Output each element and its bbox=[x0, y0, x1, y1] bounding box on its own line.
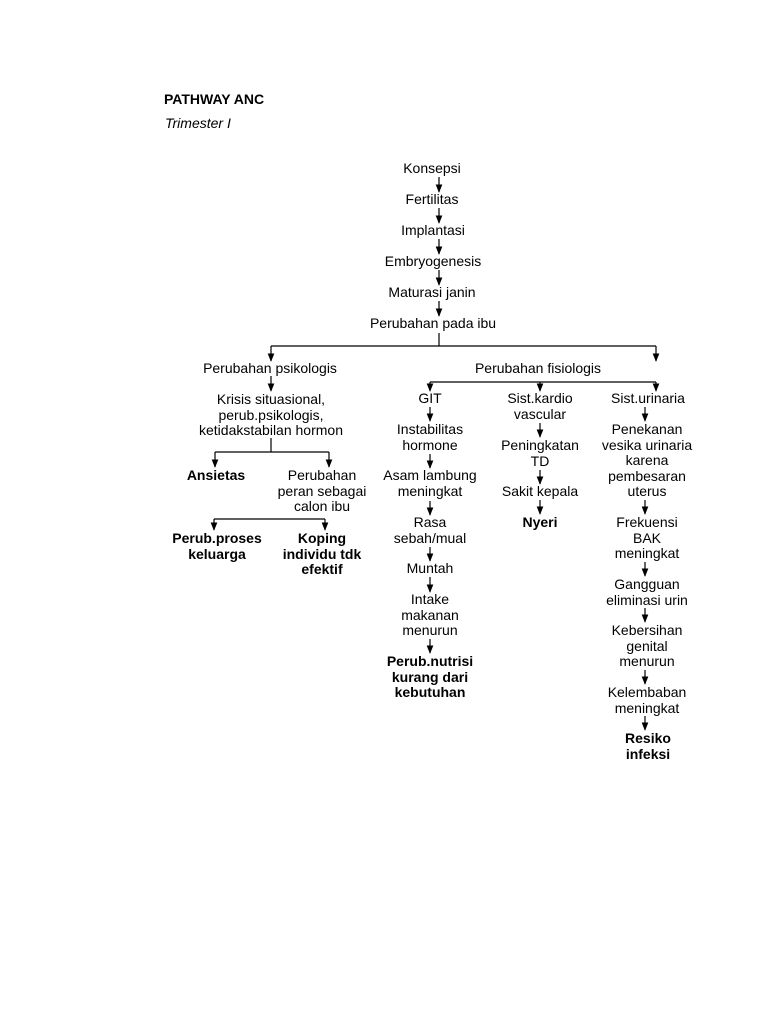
node-krisis-situasional: Krisis situasional, perub.psikologis, ke… bbox=[199, 391, 343, 439]
peran-line-3: calon ibu bbox=[293, 498, 351, 514]
intake-line-2: makanan bbox=[401, 606, 459, 623]
node-embryogenesis: Embryogenesis bbox=[384, 253, 482, 269]
node-gangguan-eliminasi: Gangguan eliminasi urin bbox=[606, 576, 688, 608]
asam-line-1: Asam lambung bbox=[383, 467, 477, 483]
penekanan-line-1: Penekanan bbox=[611, 421, 683, 437]
node-sist-kardio: Sist.kardio vascular bbox=[507, 390, 573, 422]
intake-line-3: menurun bbox=[402, 622, 458, 638]
koping-line-3: efektif bbox=[301, 561, 343, 577]
node-resiko-infeksi: Resiko infeksi bbox=[625, 730, 671, 762]
penekanan-line-2: vesika urinaria bbox=[601, 436, 693, 453]
node-sist-urinaria: Sist.urinaria bbox=[611, 390, 685, 406]
node-muntah: Muntah bbox=[406, 560, 454, 576]
peran-line-2: peran sebagai bbox=[277, 482, 367, 499]
koping-line-1: Koping bbox=[297, 530, 347, 546]
krisis-line-3: ketidakstabilan hormon bbox=[199, 422, 343, 438]
krisis-line-1: Krisis situasional, bbox=[216, 391, 326, 407]
kebersihan-line-2: genital bbox=[626, 637, 668, 654]
kelembaban-line-1: Kelembaban bbox=[607, 684, 687, 700]
node-penekanan-vesika: Penekanan vesika urinaria karena pembesa… bbox=[601, 421, 693, 500]
krisis-line-2: perub.psikologis, bbox=[218, 406, 324, 423]
rasa-line-2: sebah/mual bbox=[393, 529, 467, 546]
instabilitas-line-2: hormone bbox=[402, 436, 458, 453]
node-fertilitas: Fertilitas bbox=[405, 191, 459, 207]
penekanan-line-3: karena bbox=[625, 452, 669, 468]
perub-proses-line-2: keluarga bbox=[188, 545, 246, 562]
koping-line-2: individu tdk bbox=[282, 545, 362, 562]
frekuensi-line-1: Frekuensi bbox=[616, 514, 678, 530]
node-kebersihan-genital: Kebersihan genital menurun bbox=[611, 622, 683, 670]
node-perubahan-pada-ibu: Perubahan pada ibu bbox=[369, 315, 497, 331]
node-perubahan-psikologis: Perubahan psikologis bbox=[203, 360, 337, 376]
node-git: GIT bbox=[418, 390, 442, 406]
kebersihan-line-1: Kebersihan bbox=[611, 622, 683, 638]
kardio-line-1: Sist.kardio bbox=[507, 390, 573, 406]
nutrisi-line-1: Perub.nutrisi bbox=[386, 653, 474, 669]
node-asam-lambung: Asam lambung meningkat bbox=[383, 467, 477, 499]
td-line-2: TD bbox=[530, 452, 550, 469]
kardio-line-2: vascular bbox=[513, 405, 567, 422]
node-perubahan-peran: Perubahan peran sebagai calon ibu bbox=[277, 467, 367, 515]
page-title: PATHWAY ANC bbox=[164, 91, 265, 107]
frekuensi-line-2: BAK bbox=[632, 529, 661, 546]
nutrisi-line-3: kebutuhan bbox=[394, 684, 466, 700]
nutrisi-line-2: kurang dari bbox=[391, 668, 469, 685]
kebersihan-line-3: menurun bbox=[619, 653, 675, 669]
penekanan-line-4: pembesaran bbox=[608, 467, 686, 484]
node-instabilitas-hormone: Instabilitas hormone bbox=[396, 421, 464, 453]
instabilitas-line-1: Instabilitas bbox=[396, 421, 464, 437]
frekuensi-line-3: meningkat bbox=[614, 545, 680, 561]
rasa-line-1: Rasa bbox=[413, 514, 447, 530]
resiko-line-1: Resiko bbox=[625, 730, 671, 746]
node-koping-individu: Koping individu tdk efektif bbox=[282, 530, 362, 578]
kelembaban-line-2: meningkat bbox=[614, 699, 680, 716]
resiko-line-2: infeksi bbox=[625, 745, 671, 762]
perub-proses-line-1: Perub.proses bbox=[172, 530, 262, 546]
node-intake-makanan: Intake makanan menurun bbox=[401, 591, 459, 639]
node-peningkatan-td: Peningkatan TD bbox=[501, 437, 579, 469]
node-sakit-kepala: Sakit kepala bbox=[501, 483, 579, 499]
peran-line-1: Perubahan bbox=[287, 467, 357, 483]
penekanan-line-5: uterus bbox=[627, 483, 667, 499]
intake-line-1: Intake bbox=[410, 591, 450, 607]
node-perubahan-fisiologis: Perubahan fisiologis bbox=[474, 360, 602, 376]
node-perub-nutrisi: Perub.nutrisi kurang dari kebutuhan bbox=[386, 653, 474, 701]
node-frekuensi-bak: Frekuensi BAK meningkat bbox=[614, 514, 680, 562]
node-rasa-mual: Rasa sebah/mual bbox=[393, 514, 467, 546]
gangguan-line-1: Gangguan bbox=[614, 576, 680, 592]
node-nyeri: Nyeri bbox=[522, 514, 558, 530]
gangguan-line-2: eliminasi urin bbox=[606, 591, 688, 608]
asam-line-2: meningkat bbox=[397, 482, 463, 499]
page-subtitle: Trimester I bbox=[165, 115, 231, 131]
node-konsepsi: Konsepsi bbox=[403, 160, 461, 176]
node-ansietas: Ansietas bbox=[186, 467, 246, 483]
node-implantasi: Implantasi bbox=[401, 222, 465, 238]
node-kelembaban: Kelembaban meningkat bbox=[607, 684, 687, 716]
node-maturasi-janin: Maturasi janin bbox=[388, 284, 476, 300]
node-perub-proses-keluarga: Perub.proses keluarga bbox=[172, 530, 262, 562]
td-line-1: Peningkatan bbox=[501, 437, 579, 453]
